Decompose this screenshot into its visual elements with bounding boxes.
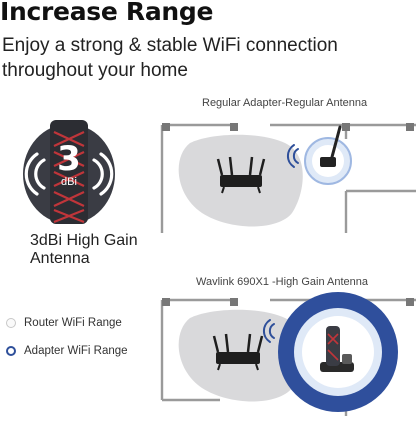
regular-antenna-label: Regular Adapter-Regular Antenna xyxy=(202,97,368,109)
page-title: Increase Range xyxy=(0,0,214,26)
signal-waves-icon xyxy=(287,144,299,168)
floor-plan-regular xyxy=(160,113,416,233)
page-subtitle: Enjoy a strong & stable WiFi connection … xyxy=(2,35,338,81)
high-gain-antenna-label: Wavlink 690X1 -High Gain Antenna xyxy=(196,276,369,288)
gain-unit: dBi xyxy=(61,176,77,188)
antenna-badge: 3 dBi xyxy=(14,112,124,232)
signal-waves-icon xyxy=(24,152,114,196)
high-gain-adapter-icon xyxy=(320,326,354,372)
antenna-icon xyxy=(23,120,115,224)
legend-router: Router WiFi Range xyxy=(6,317,122,329)
router-icon xyxy=(216,156,266,194)
adapter-range-swatch xyxy=(6,346,16,356)
legend-adapter-label: Adapter WiFi Range xyxy=(24,345,128,357)
legend-router-label: Router WiFi Range xyxy=(24,317,122,329)
router-icon xyxy=(212,333,264,371)
legend-adapter: Adapter WiFi Range xyxy=(6,345,128,357)
usb-adapter-icon xyxy=(320,125,342,167)
router-range-swatch xyxy=(6,318,16,328)
floor-plan-high-gain xyxy=(160,290,416,416)
gain-number: 3 xyxy=(57,139,81,179)
antenna-caption: 3dBi High Gain Antenna xyxy=(30,232,138,267)
signal-waves-icon xyxy=(263,319,275,343)
